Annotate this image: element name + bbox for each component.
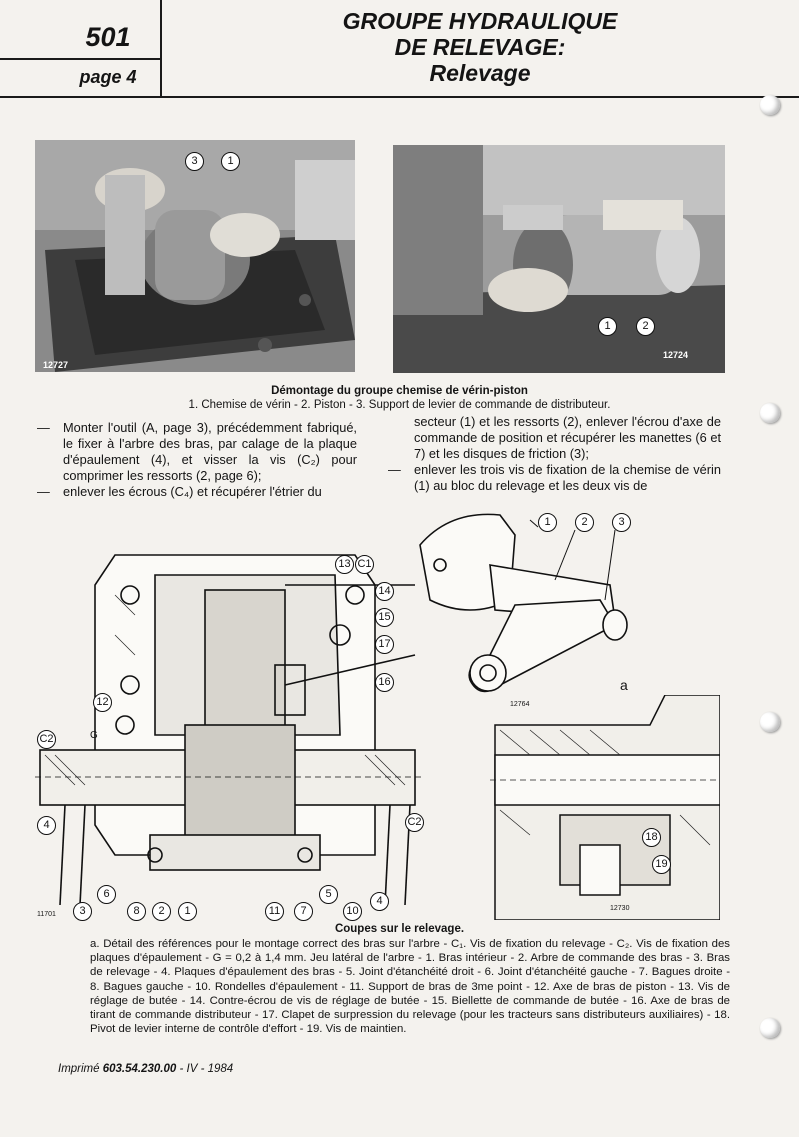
page-title: GROUPE HYDRAULIQUE DE RELEVAGE: Relevage [300, 8, 660, 86]
detail-callout-1: 1 [538, 513, 557, 532]
footer-suffix: - IV - 1984 [179, 1063, 234, 1075]
callout-16: 16 [375, 673, 394, 692]
instruction-item: secteur (1) et les ressorts (2), enlever… [388, 414, 721, 462]
photo-left-illustration [35, 140, 355, 372]
detail-callout-3: 3 [612, 513, 631, 532]
photo-disassembly-left: 3 1 12727 [35, 140, 355, 372]
photo-caption-text: 1. Chemise de vérin - 2. Piston - 3. Sup… [188, 399, 611, 411]
photo-right-illustration [393, 145, 725, 373]
title-line-2: DE RELEVAGE: [394, 34, 566, 60]
item-text: secteur (1) et les ressorts (2), enlever… [414, 414, 721, 461]
detail-letter: a [620, 677, 628, 693]
footer-prefix: Imprimé [58, 1063, 100, 1075]
header-divider [0, 58, 160, 60]
section-callout-19: 19 [652, 855, 671, 874]
title-line-1: GROUPE HYDRAULIQUE [342, 8, 618, 34]
callout-5: 5 [319, 885, 338, 904]
callout-12: 12 [93, 693, 112, 712]
callout-10: 10 [343, 902, 362, 921]
detail-callout-2: 2 [575, 513, 594, 532]
item-dash: — [37, 420, 50, 435]
callout-17: 17 [375, 635, 394, 654]
binder-hole [760, 1018, 780, 1038]
section-ref: 12730 [610, 905, 630, 912]
callout-2: 2 [152, 902, 171, 921]
diagram-main-cross-section: 13 C1 14 15 17 16 12 C2 G 4 3 6 8 2 1 11… [35, 535, 425, 921]
callout-14: 14 [375, 582, 394, 601]
photo-left-ref: 12727 [43, 360, 69, 370]
callout-c2-right: C2 [405, 813, 424, 832]
figure-caption-title: Coupes sur le relevage. [334, 923, 465, 935]
item-text: Monter l'outil (A, page 3), précédemment… [63, 420, 357, 483]
detail-ref: 12764 [510, 701, 530, 708]
callout-4-left: 4 [37, 816, 56, 835]
callout-4-right: 4 [370, 892, 389, 911]
main-section-drawing [35, 554, 425, 906]
photo-left-callout-1: 1 [221, 152, 240, 171]
model-number: 501 [85, 22, 131, 52]
item-text: enlever les trois vis de fixation de la … [414, 462, 721, 493]
photo-caption-title: Démontage du groupe chemise de vérin-pis… [271, 385, 528, 397]
title-line-3: Relevage [429, 60, 531, 86]
photo-right-ref: 12724 [663, 350, 689, 360]
diagram-main-ref: 11701 [37, 911, 56, 918]
callout-15: 15 [375, 608, 394, 627]
header-vertical-rule [160, 0, 162, 97]
figure-legend: a. Détail des références pour le montage… [90, 938, 730, 1036]
callout-7: 7 [294, 902, 313, 921]
callout-8: 8 [127, 902, 146, 921]
item-text: enlever les écrous (C₄) et récupérer l'é… [63, 484, 322, 499]
diagram-detail-a: 1 2 3 12764 a [410, 505, 650, 715]
item-dash: — [37, 484, 50, 499]
instruction-item: — enlever les écrous (C₄) et récupérer l… [37, 484, 357, 500]
callout-6: 6 [97, 885, 116, 904]
section-right-drawing [490, 694, 721, 921]
header-bottom-rule [0, 96, 799, 98]
instruction-item: — Monter l'outil (A, page 3), précédemme… [37, 420, 357, 484]
callout-11: 11 [265, 902, 284, 921]
callout-c1: C1 [355, 555, 374, 574]
item-dash: — [388, 462, 401, 477]
photo-left-callout-3: 3 [185, 152, 204, 171]
callout-1: 1 [178, 902, 197, 921]
photo-right-callout-2: 2 [636, 317, 655, 336]
page-number: page 4 [79, 67, 137, 87]
footer-code: 603.54.230.00 [102, 1063, 177, 1075]
photo-right-callout-1: 1 [598, 317, 617, 336]
diagram-section-right: 18 19 12730 [490, 694, 721, 921]
callout-13: 13 [335, 555, 354, 574]
binder-hole [760, 403, 780, 423]
instruction-item: — enlever les trois vis de fixation de l… [388, 462, 721, 494]
binder-hole [760, 712, 780, 732]
text-column-right: secteur (1) et les ressorts (2), enlever… [388, 414, 721, 494]
callout-3: 3 [73, 902, 92, 921]
callout-c2-left: C2 [37, 730, 56, 749]
gap-label-g: G [90, 730, 98, 741]
detail-drawing [419, 513, 628, 693]
section-callout-18: 18 [642, 828, 661, 847]
binder-hole [760, 95, 780, 115]
footer-print-info: Imprimé 603.54.230.00 - IV - 1984 [58, 1063, 233, 1075]
photo-disassembly-right: 1 2 12724 [393, 145, 725, 373]
text-column-left: — Monter l'outil (A, page 3), précédemme… [37, 420, 357, 500]
